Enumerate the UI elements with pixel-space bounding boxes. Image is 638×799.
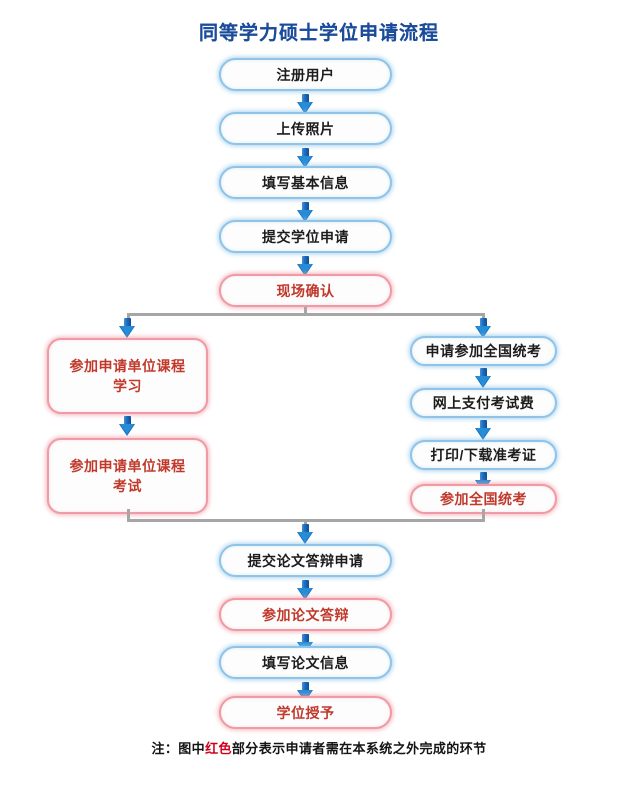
- arrow-down-icon: [297, 148, 314, 168]
- page-title: 同等学力硕士学位申请流程: [0, 18, 638, 45]
- node-attend-thesis-defense[interactable]: 参加论文答辩: [219, 598, 392, 631]
- node-degree-conferral[interactable]: 学位授予: [219, 696, 392, 729]
- connector-merge-left-riser: [127, 509, 130, 522]
- connector-split-horizontal: [127, 313, 485, 316]
- node-fill-basic-info[interactable]: 填写基本信息: [219, 166, 392, 199]
- arrow-down-icon: [475, 420, 492, 440]
- node-upload-photo[interactable]: 上传照片: [219, 112, 392, 145]
- node-line-1: 参加申请单位课程: [69, 458, 186, 474]
- connector-split-stem: [304, 307, 307, 315]
- node-onsite-confirmation[interactable]: 现场确认: [219, 274, 392, 307]
- node-line-2: 学习: [113, 378, 142, 394]
- arrow-down-icon: [119, 416, 136, 436]
- node-pay-exam-fee-online[interactable]: 网上支付考试费: [410, 388, 557, 418]
- node-line-1: 参加申请单位课程: [69, 358, 186, 374]
- node-attend-unit-course-exam[interactable]: 参加申请单位课程 考试: [47, 438, 208, 514]
- node-apply-national-exam[interactable]: 申请参加全国统考: [410, 336, 557, 366]
- arrow-down-icon: [119, 318, 136, 338]
- footnote-highlight: 红色: [205, 741, 232, 756]
- arrow-down-icon: [475, 368, 492, 388]
- node-submit-degree-application[interactable]: 提交学位申请: [219, 220, 392, 253]
- arrow-down-icon: [297, 580, 314, 600]
- node-line-2: 考试: [113, 478, 142, 494]
- node-register-user[interactable]: 注册用户: [219, 58, 392, 91]
- footnote-suffix: 部分表示申请者需在本系统之外完成的环节: [231, 741, 487, 756]
- footnote: 注：图中红色部分表示申请者需在本系统之外完成的环节: [0, 738, 638, 757]
- arrow-down-icon: [297, 256, 314, 276]
- node-print-download-admission-ticket[interactable]: 打印/下载准考证: [410, 440, 557, 470]
- connector-merge-right-riser: [482, 509, 485, 522]
- node-attend-unit-course-study[interactable]: 参加申请单位课程 学习: [47, 338, 208, 414]
- arrow-down-icon: [297, 94, 314, 114]
- node-fill-thesis-info[interactable]: 填写论文信息: [219, 646, 392, 679]
- connector-merge-stem: [304, 519, 307, 527]
- arrow-down-icon: [475, 318, 492, 338]
- node-submit-thesis-defense-application[interactable]: 提交论文答辩申请: [219, 544, 392, 577]
- arrow-down-icon: [297, 524, 314, 544]
- footnote-prefix: 注：图中: [151, 741, 206, 756]
- arrow-down-icon: [297, 202, 314, 222]
